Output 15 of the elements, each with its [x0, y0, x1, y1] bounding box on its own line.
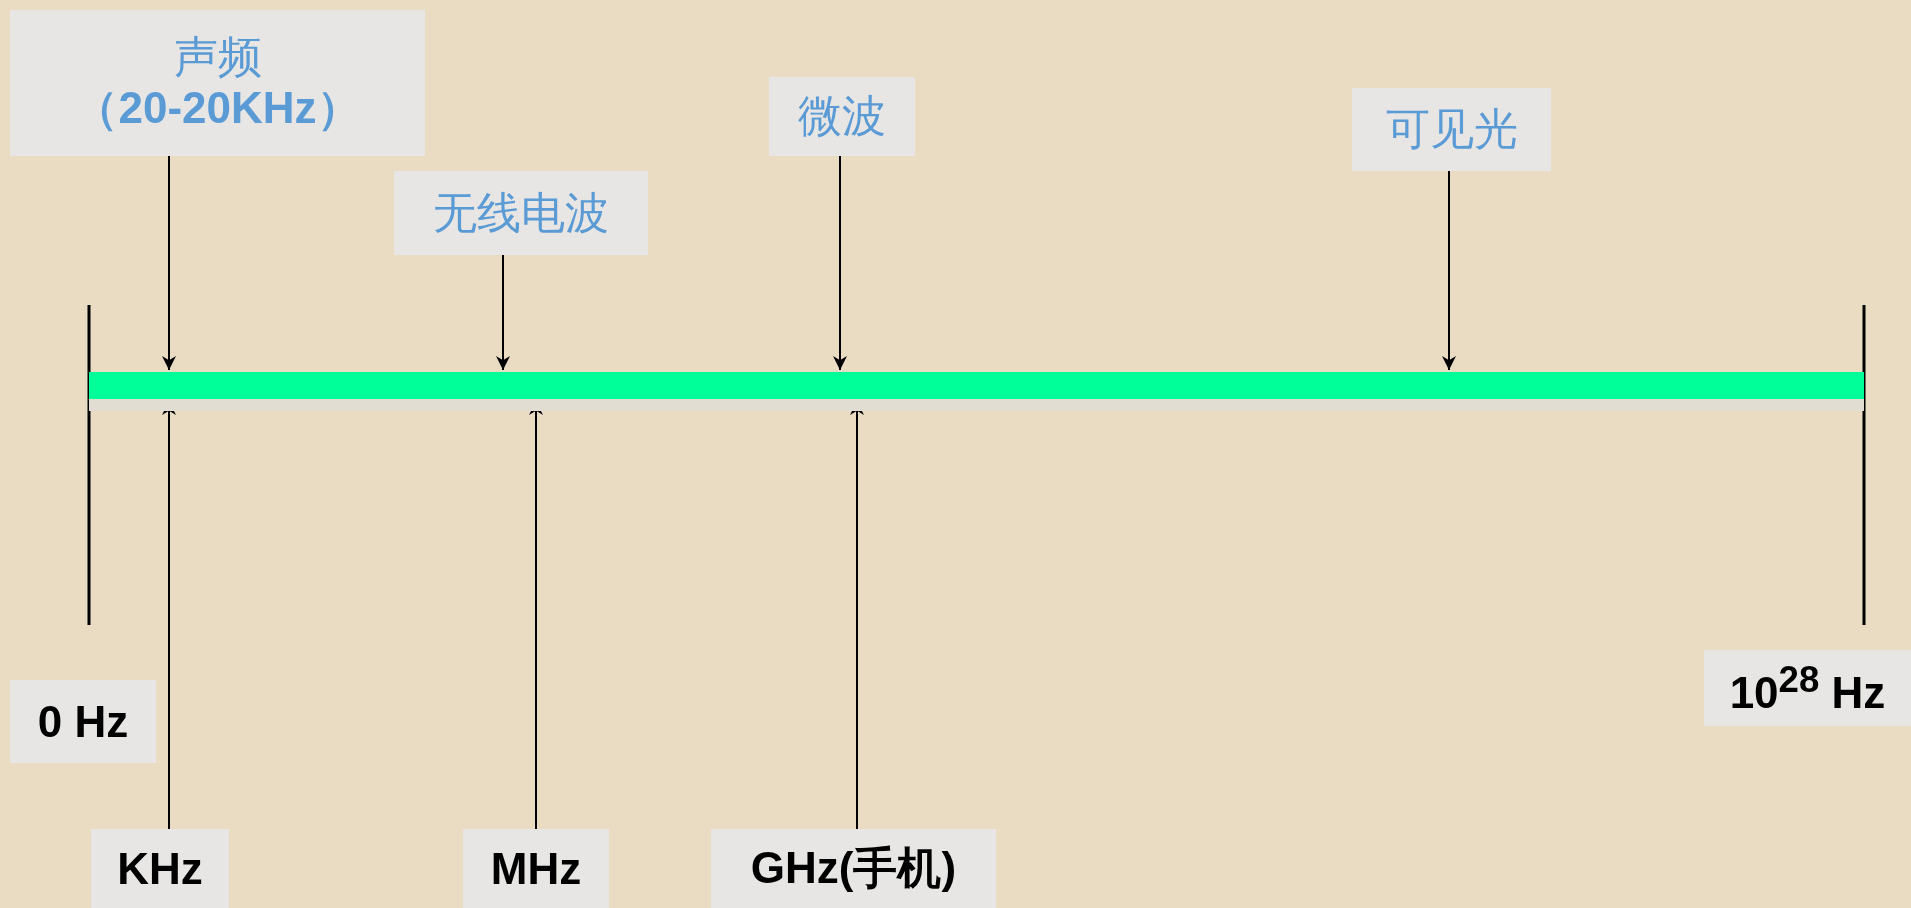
band-name: 声频: [173, 32, 262, 83]
band-label-box: 微波: [769, 77, 915, 156]
band-label-box: 无线电波: [394, 171, 648, 255]
frequency-label-box: MHz: [463, 829, 609, 908]
arrow: [162, 155, 176, 371]
frequency-label-box: GHz(手机): [711, 829, 996, 908]
frequency-label-box: 10$^{28}$ Hz: [1704, 650, 1911, 726]
band-label-box: 可见光: [1352, 88, 1551, 171]
frequency-label-box: KHz: [91, 829, 229, 908]
arrow: [496, 254, 510, 371]
arrow: [833, 155, 847, 371]
frequency-range: （20-20KHz）: [74, 83, 361, 134]
frequency-label-box: 0 Hz: [10, 680, 156, 763]
band-label-box: [10, 10, 425, 156]
arrow: [1442, 170, 1456, 371]
